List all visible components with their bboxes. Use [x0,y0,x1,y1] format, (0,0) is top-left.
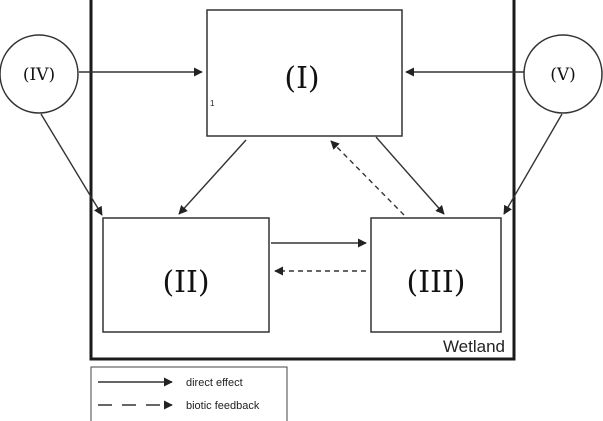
box-ii-label: (II) [162,265,209,300]
circle-v [523,34,603,114]
box-i-mark: 1 [210,99,215,108]
box-i [206,9,403,137]
feedback-iii-to-i [330,140,405,216]
legend: direct effect biotic feedback [90,366,288,421]
legend-biotic-feedback-label: biotic feedback [186,400,260,412]
box-iii [370,217,502,333]
legend-direct-effect-label: direct effect [186,377,243,389]
box-ii [102,217,270,333]
box-iii-label: (III) [407,265,466,300]
circle-v-label: (V) [550,65,576,85]
circle-iv-label: (IV) [23,65,55,85]
legend-box [90,366,288,421]
arrow-v-to-iii [503,113,563,215]
arrow-i-to-ii [178,139,247,215]
wetland-boundary [89,0,516,361]
arrow-iv-to-ii [40,113,103,216]
wetland-label: Wetland [443,337,505,356]
arrow-i-to-iii [375,136,445,215]
box-i-label: (I) [284,61,319,96]
circle-iv [0,34,79,114]
